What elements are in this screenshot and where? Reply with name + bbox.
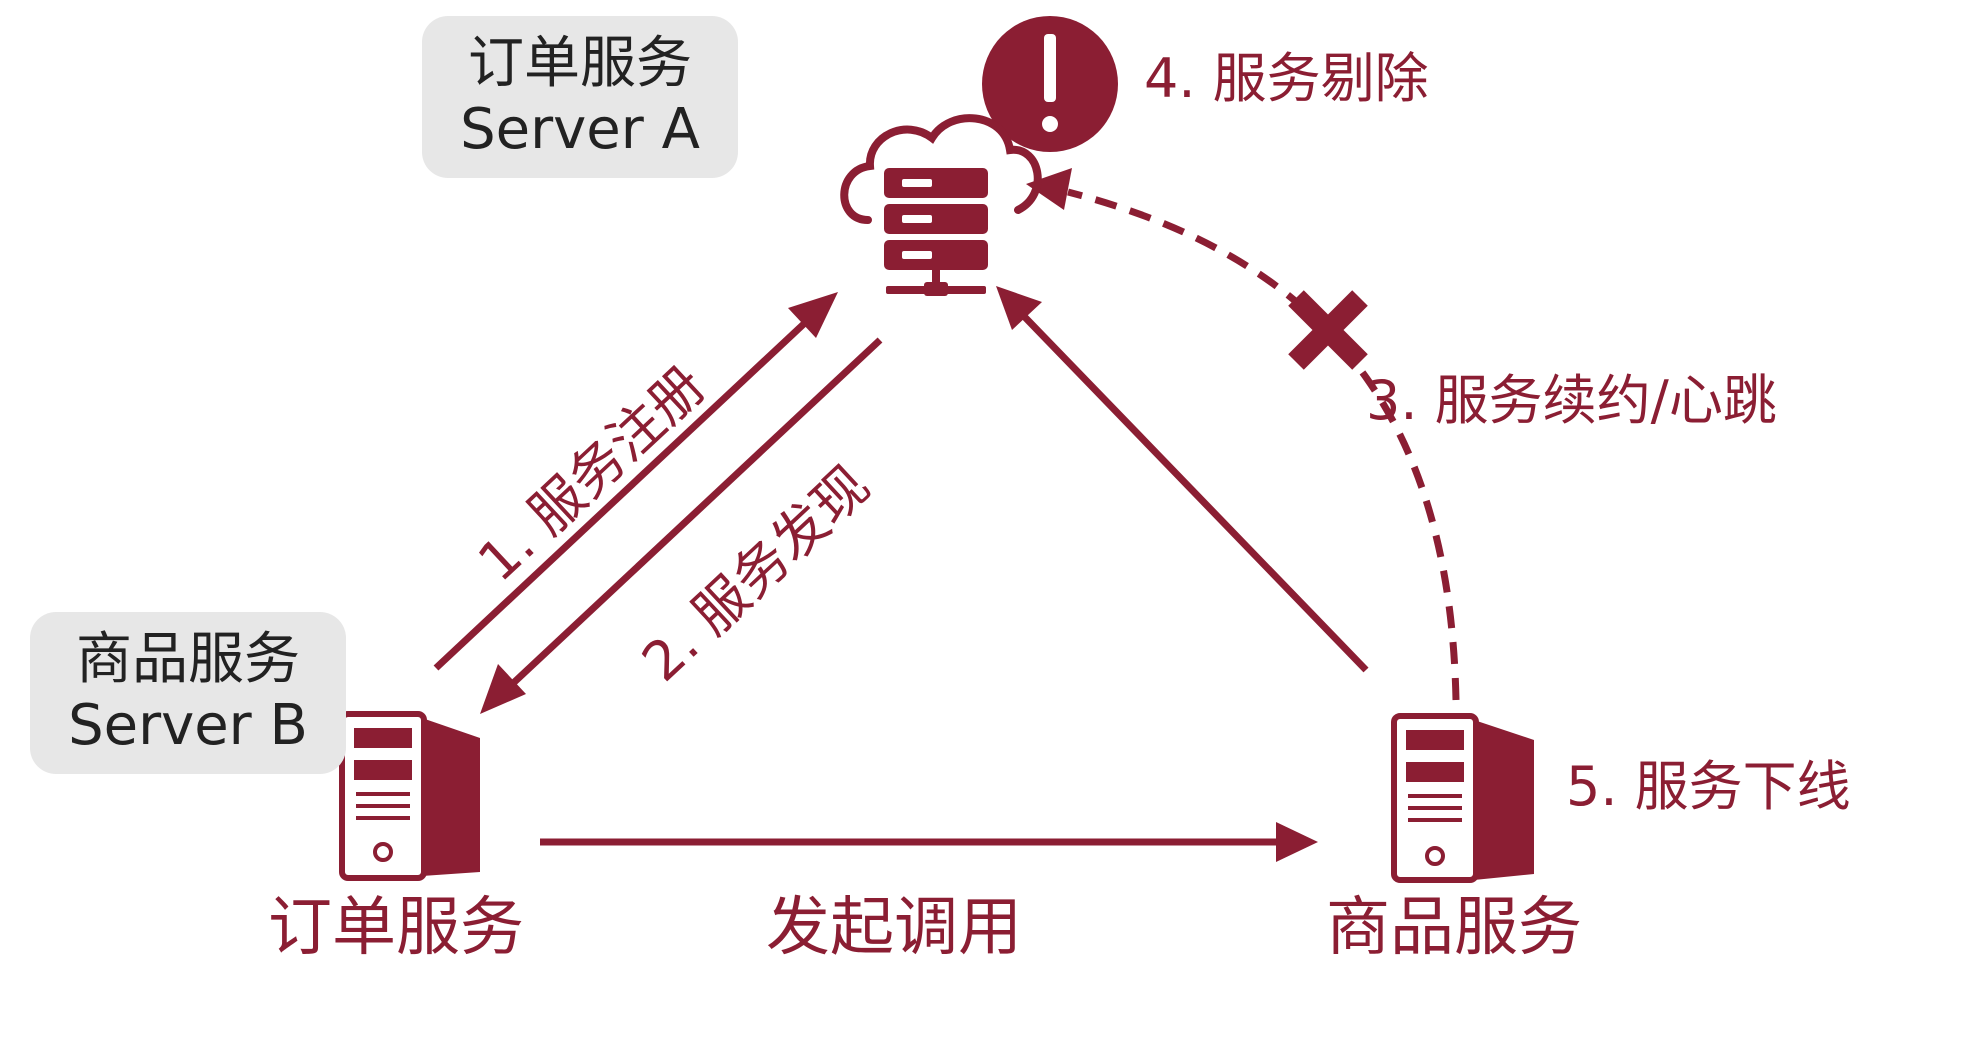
heartbeat-arrow [1026,168,1460,701]
step-evict-label: 4. 服务剔除 [1144,47,1429,110]
step-offline-label: 5. 服务下线 [1566,755,1851,818]
server-b-line1: 商品服务 [76,627,300,692]
step-heartbeat-label: 3. 服务续约/心跳 [1366,369,1777,432]
cross-icon [1288,290,1368,370]
server-a-label: 订单服务 Server A [422,16,738,178]
cloud-server-icon [840,114,1042,296]
server-a-line1: 订单服务 [468,31,692,96]
invoke-label: 发起调用 [766,891,1022,965]
server-b-line2: Server B [68,693,308,758]
invoke-arrow [540,822,1318,862]
server-a-line2: Server A [460,97,700,162]
server-tower-icon [339,711,480,881]
order-service-name: 订单服务 [268,891,524,965]
discover-arrow [480,337,883,714]
product-service-name: 商品服务 [1326,891,1582,965]
server-tower-icon [1391,713,1534,883]
register-arrow [433,292,838,671]
exclamation-icon [982,16,1118,152]
product-register-arrow [996,286,1369,673]
server-b-label: 商品服务 Server B [30,612,346,774]
